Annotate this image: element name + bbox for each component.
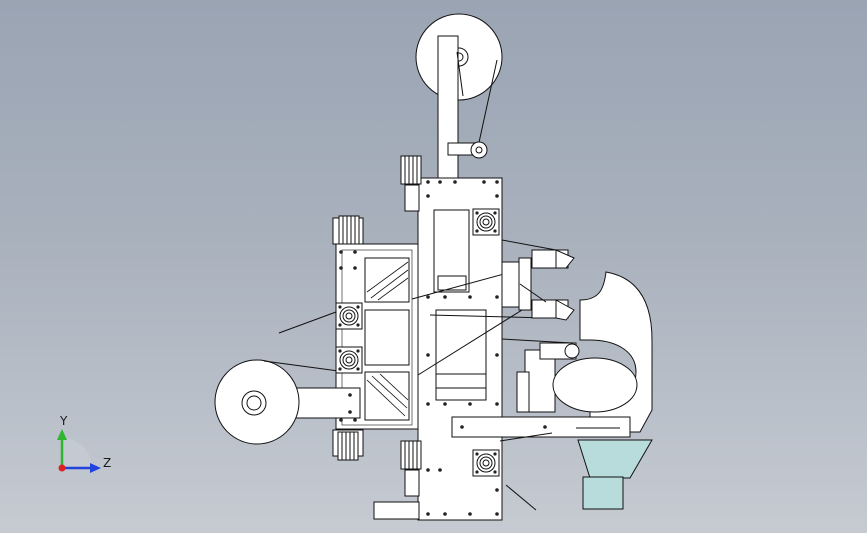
top-reel — [415, 13, 503, 180]
axis-triad — [57, 429, 101, 473]
hook-guide — [552, 271, 653, 510]
bottom-base — [373, 501, 420, 520]
slide-bar — [451, 416, 631, 511]
axis-z-label: Z — [103, 456, 112, 470]
upper-idler — [447, 141, 488, 159]
axis-y-label: Y — [60, 414, 68, 428]
fastener-dots — [339, 180, 547, 516]
left-frame-plate — [332, 217, 419, 457]
motor-blocks — [337, 155, 422, 497]
gripper-mechanism — [501, 239, 580, 413]
bottom-reel — [214, 311, 361, 445]
